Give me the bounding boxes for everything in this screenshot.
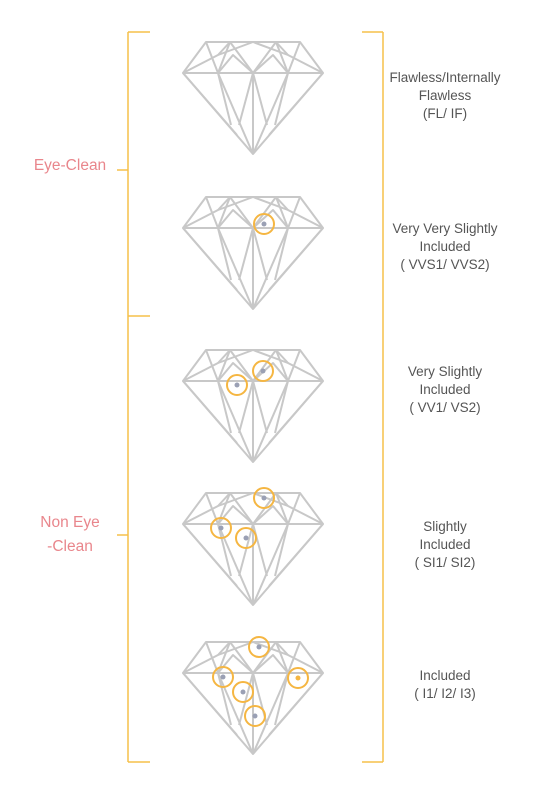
left-bracket (117, 31, 150, 763)
grade-label-i: Included ( I1/ I2/ I3) (370, 667, 520, 703)
grade-line: ( VV1/ VS2) (409, 400, 481, 415)
grade-line: Included (419, 668, 471, 683)
grade-line: Included (419, 239, 471, 254)
grade-line: (FL/ IF) (422, 106, 468, 121)
grade-label-vs: Very Slightly Included ( VV1/ VS2) (370, 363, 520, 417)
right-bracket (362, 31, 384, 763)
grade-line: Flawless (418, 88, 472, 103)
grade-line: Included (419, 382, 471, 397)
inclusion-marker (210, 517, 232, 539)
group-label-line: Non Eye (40, 514, 100, 531)
grade-line: Very Slightly (407, 364, 483, 379)
diamond-vvs (182, 196, 324, 310)
grade-line: Very Very Slightly (392, 221, 498, 236)
diamond-si (182, 487, 324, 606)
grade-line: ( SI1/ SI2) (414, 555, 476, 570)
group-label-eye-clean: Eye-Clean (33, 157, 107, 174)
inclusion-marker (252, 360, 274, 382)
group-label-line: -Clean (47, 538, 93, 555)
group-label-non-eye-clean: Non Eye -Clean (22, 511, 118, 559)
grade-line: Flawless/Internally (389, 70, 501, 85)
inclusion-marker (212, 666, 234, 688)
inclusion-marker (244, 705, 266, 727)
grade-label-vvs: Very Very Slightly Included ( VVS1/ VVS2… (370, 220, 520, 274)
grade-line: ( I1/ I2/ I3) (414, 686, 476, 701)
grade-line: Slightly (423, 519, 467, 534)
inclusion-marker (287, 667, 309, 689)
inclusion-marker (235, 527, 257, 549)
inclusion-marker (232, 681, 254, 703)
grade-line: Included (419, 537, 471, 552)
grade-label-fl-if: Flawless/Internally Flawless (FL/ IF) (370, 69, 520, 123)
grade-label-si: Slightly Included ( SI1/ SI2) (370, 518, 520, 572)
diamond-fl-if (182, 41, 324, 155)
inclusion-marker (248, 636, 270, 658)
grade-line: ( VVS1/ VVS2) (400, 257, 490, 272)
diamond-i (182, 636, 324, 755)
inclusion-marker (253, 487, 275, 509)
inclusion-marker (226, 374, 248, 396)
inclusion-marker (253, 213, 275, 235)
diamond-vs (182, 349, 324, 463)
